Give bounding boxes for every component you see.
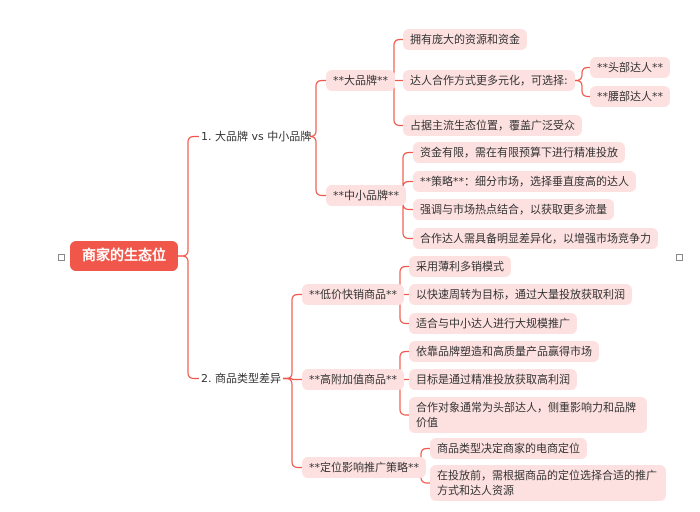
right-resize-handle[interactable] xyxy=(676,254,683,261)
connector-line xyxy=(283,377,302,381)
leaf-item[interactable]: 目标是通过精准投放获取高利润 xyxy=(409,369,577,390)
leaf-item[interactable]: 强调与市场热点结合，以获取更多流量 xyxy=(413,199,614,220)
option-waist-influencer[interactable]: **腰部达人** xyxy=(590,86,670,107)
leaf-item[interactable]: 达人合作方式更多元化，可选择: xyxy=(403,70,575,91)
leaf-item[interactable]: 合作对象通常为头部达人，侧重影响力和品牌价值 xyxy=(409,397,647,433)
leaf-item[interactable]: **策略**：细分市场，选择垂直度高的达人 xyxy=(413,171,636,192)
leaf-item[interactable]: 合作达人需具备明显差异化，以增强市场竞争力 xyxy=(413,228,658,249)
connector-line xyxy=(283,377,302,469)
branch-product-type[interactable]: 2. 商品类型差异 xyxy=(201,372,281,385)
option-head-influencer[interactable]: **头部达人** xyxy=(590,57,670,78)
connector-line xyxy=(178,255,199,380)
connector-line xyxy=(575,79,590,98)
leaf-item[interactable]: 在投放前，需根据商品的定位选择合适的推广方式和达人资源 xyxy=(430,465,666,501)
leaf-item[interactable]: 适合与中小达人进行大规模推广 xyxy=(409,313,577,334)
leaf-item[interactable]: 拥有庞大的资源和资金 xyxy=(403,29,527,50)
connector-line xyxy=(178,135,199,257)
leaf-item[interactable]: 依靠品牌塑造和高质量产品赢得市场 xyxy=(409,341,599,362)
topic-big-brand[interactable]: **大品牌** xyxy=(326,70,395,91)
leaf-item[interactable]: 商品类型决定商家的电商定位 xyxy=(430,438,587,459)
leaf-item[interactable]: 占据主流生态位置，覆盖广泛受众 xyxy=(403,115,582,136)
connector-line xyxy=(309,135,326,197)
leaf-item[interactable]: 采用薄利多销模式 xyxy=(409,256,511,277)
topic-small-brand[interactable]: **中小品牌** xyxy=(326,185,406,206)
connector-line xyxy=(575,66,590,82)
leaf-item[interactable]: 资金有限，需在有限预算下进行精准投放 xyxy=(413,142,625,163)
root-topic[interactable]: 商家的生态位 xyxy=(70,241,178,271)
left-resize-handle[interactable] xyxy=(58,254,65,261)
connector-line xyxy=(283,293,302,380)
topic-positioning-strategy[interactable]: **定位影响推广策略** xyxy=(302,457,426,478)
leaf-item[interactable]: 以快速周转为目标，通过大量投放获取利润 xyxy=(409,284,632,305)
branch-brand-size[interactable]: 1. 大品牌 vs 中小品牌 xyxy=(201,130,312,143)
topic-low-price-goods[interactable]: **低价快销商品** xyxy=(302,284,404,305)
topic-high-value-goods[interactable]: **高附加值商品** xyxy=(302,369,404,390)
